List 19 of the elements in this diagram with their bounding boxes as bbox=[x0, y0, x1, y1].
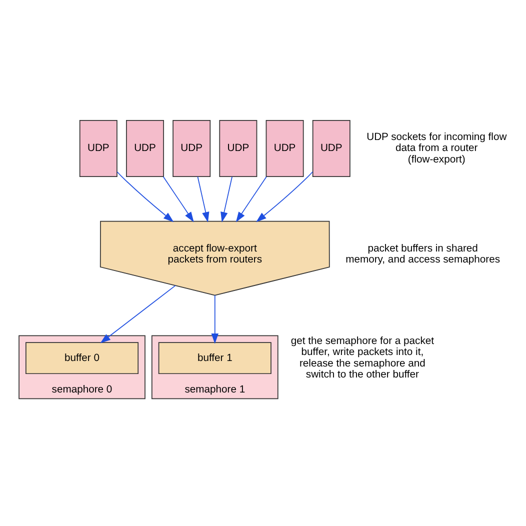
label: packet buffers in shared memory, and access semaphores bbox=[346, 243, 500, 266]
arrow bbox=[256, 171, 314, 222]
node-box: UDP bbox=[266, 120, 304, 177]
node-box: UDP bbox=[219, 120, 258, 177]
arrow bbox=[162, 176, 194, 222]
label: get the semaphore for a packet buffer, write packets into it, release the semaphore and switch to the other buffer bbox=[290, 336, 434, 381]
node-box: UDP bbox=[172, 120, 211, 177]
label: UDP sockets for incoming flow data from a router (flow-export) bbox=[366, 132, 507, 166]
arrow bbox=[236, 176, 267, 222]
arrow bbox=[220, 176, 232, 222]
arrow bbox=[211, 294, 219, 344]
node-box: buffer 1 bbox=[158, 342, 272, 374]
node-box: UDP bbox=[79, 120, 118, 177]
node-box: UDP bbox=[312, 120, 350, 177]
node-box: buffer 0 bbox=[26, 342, 139, 374]
node-box: UDP bbox=[126, 120, 164, 177]
arrow bbox=[100, 285, 176, 344]
arrow bbox=[197, 176, 210, 222]
arrow bbox=[116, 171, 174, 222]
